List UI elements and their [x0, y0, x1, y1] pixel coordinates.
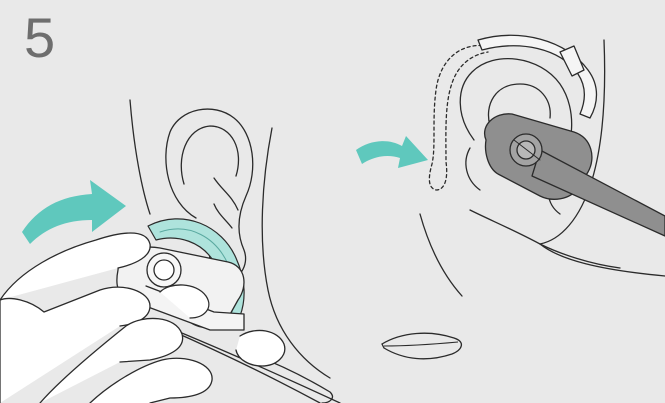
left-fitting-scene: [0, 100, 340, 403]
hook-dashed-outline: [429, 45, 488, 190]
curved-arrow-icon: [22, 180, 126, 244]
curved-arrow-icon: [356, 136, 428, 168]
head-outline: [130, 100, 150, 214]
right-worn-scene: [420, 35, 665, 296]
hook-right: [478, 35, 597, 118]
